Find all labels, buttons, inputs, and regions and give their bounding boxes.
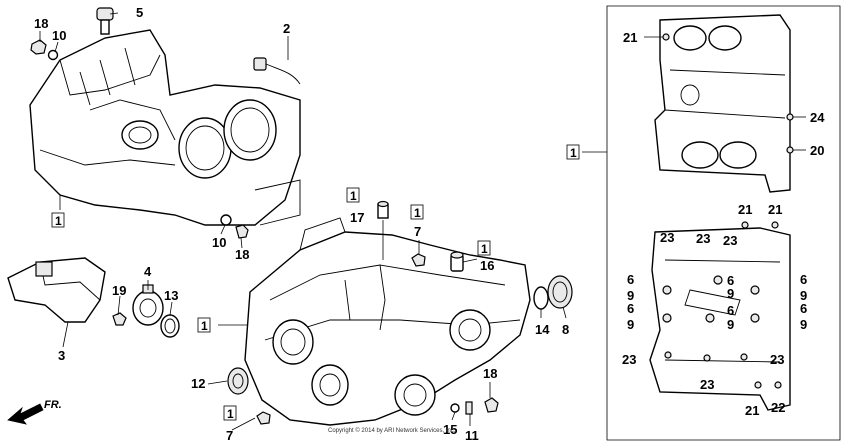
bracket-part-3[interactable] (7, 257, 106, 323)
callout-10[interactable]: 10 (52, 28, 66, 43)
callout-2[interactable]: 2 (283, 21, 290, 36)
callout-22[interactable]: 22 (771, 400, 785, 415)
callout-9[interactable]: 9 (727, 286, 734, 301)
callout-9[interactable]: 9 (627, 317, 634, 332)
washer-part-15[interactable] (450, 403, 460, 413)
callout-21[interactable]: 21 (768, 202, 782, 217)
pump-part-4[interactable] (132, 284, 164, 326)
callout-17[interactable]: 17 (350, 210, 364, 225)
callout-3[interactable]: 3 (58, 348, 65, 363)
callout-21[interactable]: 21 (738, 202, 752, 217)
boxed-callout-1[interactable]: 1 (346, 187, 360, 203)
callout-23[interactable]: 23 (696, 231, 710, 246)
callout-6[interactable]: 6 (727, 273, 734, 288)
svg-text:1: 1 (201, 319, 208, 333)
callout-7[interactable]: 7 (226, 428, 233, 443)
callout-6[interactable]: 6 (627, 272, 634, 287)
washer-part-10-upper[interactable] (47, 49, 59, 61)
bolt-part-7-lower[interactable] (256, 411, 271, 425)
boxed-callout-1[interactable]: 1 (197, 317, 211, 333)
bolt-part-19[interactable] (112, 312, 127, 326)
callout-5[interactable]: 5 (136, 5, 143, 20)
arrow-icon (7, 403, 44, 425)
plug-part-16[interactable] (450, 251, 464, 272)
boxed-callouts: 1 1 1 1 1 1 1 (51, 144, 580, 421)
callout-14[interactable]: 14 (535, 322, 550, 337)
sensor-part-5[interactable] (96, 7, 114, 35)
callout-9[interactable]: 9 (800, 288, 807, 303)
callout-23[interactable]: 23 (700, 377, 714, 392)
lower-crankcase-part[interactable] (244, 217, 531, 426)
dowel-part-17[interactable] (377, 200, 389, 219)
callout-8[interactable]: 8 (562, 322, 569, 337)
bolt-part-18-upper[interactable] (30, 39, 47, 55)
callout-4[interactable]: 4 (144, 264, 152, 279)
callout-21[interactable]: 21 (623, 30, 637, 45)
boxed-callout-1[interactable]: 1 (51, 212, 65, 228)
callout-18[interactable]: 18 (34, 16, 48, 31)
svg-text:1: 1 (227, 407, 234, 421)
direction-label: FR. (44, 399, 62, 411)
boxed-callout-1[interactable]: 1 (223, 405, 237, 421)
callout-13[interactable]: 13 (164, 288, 178, 303)
oring-part-13[interactable] (160, 314, 180, 338)
bolt-part-11[interactable] (465, 401, 473, 415)
callout-6[interactable]: 6 (800, 301, 807, 316)
bolt-part-18-mid[interactable] (235, 224, 249, 239)
svg-text:1: 1 (414, 206, 421, 220)
svg-text:1: 1 (481, 242, 488, 256)
inset-frame (606, 5, 841, 441)
callout-23[interactable]: 23 (723, 233, 737, 248)
boxed-callout-1[interactable]: 1 (410, 204, 424, 220)
callout-11[interactable]: 11 (465, 428, 479, 443)
callout-15[interactable]: 15 (443, 422, 457, 437)
callout-6[interactable]: 6 (800, 272, 807, 287)
sensor-part-2[interactable] (253, 57, 301, 85)
callout-6[interactable]: 6 (727, 303, 734, 318)
boxed-callout-1[interactable]: 1 (477, 240, 491, 256)
callout-20[interactable]: 20 (810, 143, 824, 158)
callout-9[interactable]: 9 (800, 317, 807, 332)
inset-lower-crankcase-view[interactable] (649, 227, 791, 411)
callout-9[interactable]: 9 (727, 317, 734, 332)
boxed-callout-1[interactable]: 1 (566, 144, 580, 160)
callout-18[interactable]: 18 (235, 247, 249, 262)
callout-19[interactable]: 19 (112, 283, 126, 298)
callout-18[interactable]: 18 (483, 366, 497, 381)
seal-part-12[interactable] (227, 367, 249, 395)
callout-10[interactable]: 10 (212, 235, 226, 250)
callout-16[interactable]: 16 (480, 258, 494, 273)
callout-23[interactable]: 23 (660, 230, 674, 245)
callout-9[interactable]: 9 (627, 288, 634, 303)
callout-21[interactable]: 21 (745, 403, 759, 418)
upper-crankcase-part[interactable] (29, 29, 301, 226)
front-direction-arrow: FR. (7, 399, 62, 425)
callout-24[interactable]: 24 (810, 110, 825, 125)
callout-labels: 18 10 5 2 10 18 19 4 13 3 17 7 16 14 8 1… (34, 5, 825, 443)
bolt-part-7-upper[interactable] (411, 253, 426, 267)
callout-23[interactable]: 23 (622, 352, 636, 367)
callout-23[interactable]: 23 (770, 352, 784, 367)
svg-text:1: 1 (570, 146, 577, 160)
inset-upper-crankcase-view[interactable] (654, 14, 791, 193)
svg-text:1: 1 (350, 189, 357, 203)
washer-part-10-lower[interactable] (220, 214, 232, 226)
bolt-part-18-lower[interactable] (484, 397, 499, 413)
seal-part-8[interactable] (547, 275, 573, 309)
leader-lines (39, 12, 806, 431)
callout-12[interactable]: 12 (191, 376, 205, 391)
svg-text:1: 1 (55, 214, 62, 228)
oring-part-14[interactable] (533, 286, 549, 310)
copyright-notice: Copyright © 2014 by ARI Network Services… (328, 427, 456, 434)
callout-6[interactable]: 6 (627, 301, 634, 316)
callout-7[interactable]: 7 (414, 224, 421, 239)
